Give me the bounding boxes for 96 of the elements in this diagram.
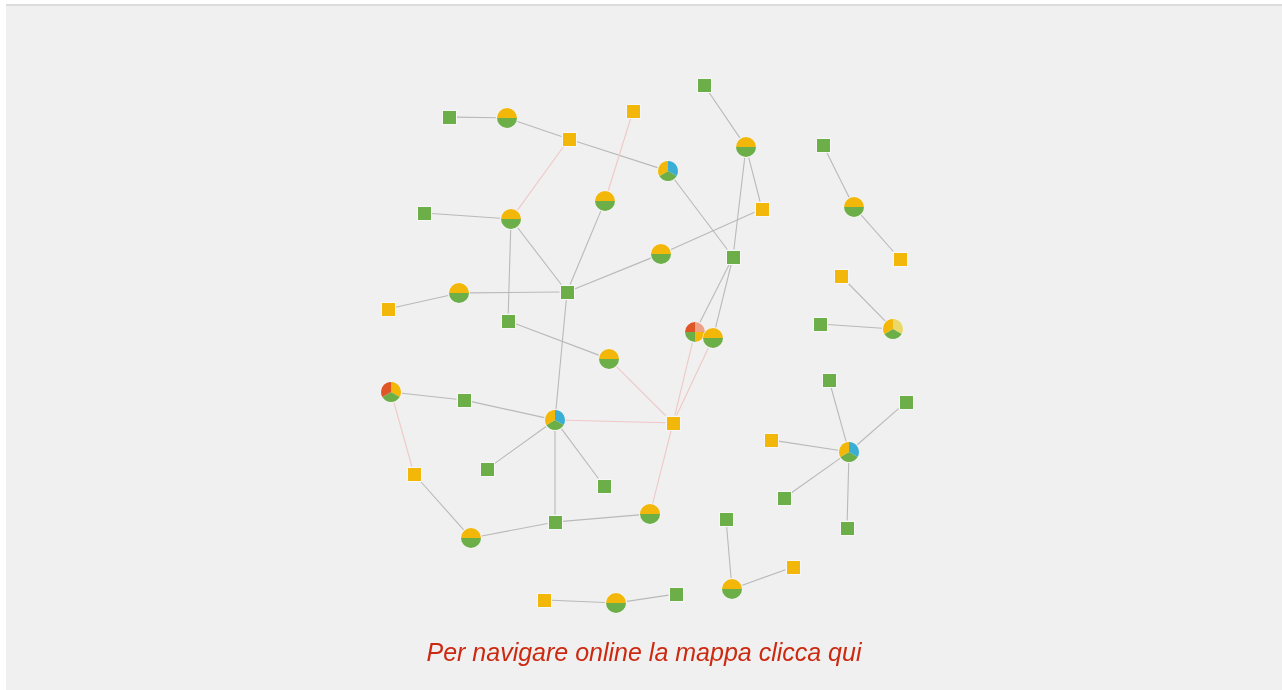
square-node	[547, 514, 563, 530]
square-node	[665, 415, 681, 431]
connector-line	[420, 480, 465, 531]
pie-node	[882, 318, 904, 340]
connector-line	[777, 440, 839, 451]
square-node	[536, 592, 552, 608]
connector-line	[616, 366, 667, 417]
square-node	[815, 137, 831, 153]
connector-line	[715, 263, 732, 328]
connector-line	[555, 298, 567, 410]
connector-line	[507, 229, 512, 315]
pie-node	[598, 348, 620, 370]
pie-node	[657, 160, 679, 182]
connector-line	[708, 91, 741, 139]
connector-line	[826, 151, 850, 198]
connector-line	[394, 294, 449, 308]
connector-line	[860, 214, 894, 253]
connector-line	[670, 211, 756, 251]
connector-line	[516, 121, 563, 137]
square-node	[763, 432, 779, 448]
pie-node	[843, 196, 865, 218]
square-node	[596, 478, 612, 494]
connector-line	[470, 401, 545, 419]
connector-line	[561, 514, 640, 522]
square-node	[500, 313, 516, 329]
square-node	[406, 466, 422, 482]
square-node	[898, 394, 914, 410]
square-node	[559, 284, 575, 300]
connector-line	[569, 210, 602, 286]
connector-line	[674, 342, 693, 417]
connector-line	[561, 428, 599, 480]
connector-line	[748, 157, 761, 203]
square-node	[776, 490, 792, 506]
connector-line	[830, 386, 847, 442]
connector-line	[733, 157, 746, 251]
square-node	[892, 251, 908, 267]
connector-line	[856, 408, 900, 446]
square-node	[839, 520, 855, 536]
pie-node	[650, 243, 672, 265]
square-node	[718, 511, 734, 527]
square-node	[812, 316, 828, 332]
caption-link: Per navigare online la mappa clicca qui	[426, 638, 862, 666]
square-node	[380, 301, 396, 317]
pie-node	[448, 282, 470, 304]
connector-line	[607, 117, 632, 192]
connector-line	[550, 599, 606, 604]
connector-line	[401, 392, 458, 400]
square-node	[821, 372, 837, 388]
pie-node	[605, 592, 627, 614]
connector-line	[430, 212, 501, 219]
connector-line	[847, 282, 886, 322]
connector-line	[741, 569, 787, 586]
pie-node	[735, 136, 757, 158]
pie-node	[496, 107, 518, 129]
pie-node	[702, 327, 724, 349]
connector-line	[455, 116, 497, 119]
connector-line	[516, 145, 565, 211]
square-node	[479, 461, 495, 477]
pie-node	[380, 381, 402, 403]
connector-line	[826, 323, 883, 329]
square-node	[754, 201, 770, 217]
pie-node	[460, 527, 482, 549]
connector-line	[674, 179, 728, 251]
square-node	[725, 249, 741, 265]
pie-node	[639, 503, 661, 525]
connector-line	[517, 227, 562, 286]
square-node	[785, 559, 801, 575]
connector-line	[652, 429, 672, 504]
square-node	[625, 103, 641, 119]
pie-node	[500, 208, 522, 230]
square-node	[668, 586, 684, 602]
square-node	[696, 77, 712, 93]
connector-line	[846, 462, 850, 522]
connector-line	[493, 425, 547, 465]
square-node	[441, 109, 457, 125]
pie-node	[544, 409, 566, 431]
connector-line	[575, 140, 659, 169]
connector-line	[699, 263, 730, 323]
connector-line	[393, 402, 413, 468]
connector-line	[626, 594, 670, 602]
pie-node	[594, 190, 616, 212]
connector-line	[565, 419, 667, 424]
square-node	[561, 131, 577, 147]
square-node	[833, 268, 849, 284]
connector-line	[573, 257, 652, 290]
connector-line	[790, 457, 841, 494]
square-node	[456, 392, 472, 408]
square-node	[416, 205, 432, 221]
connector-line	[726, 525, 732, 579]
pie-node	[684, 321, 706, 343]
pie-node	[721, 578, 743, 600]
connector-line	[469, 291, 561, 294]
pie-node	[838, 441, 860, 463]
connector-line	[514, 323, 600, 356]
connector-line	[676, 347, 709, 417]
connector-line	[481, 522, 549, 537]
